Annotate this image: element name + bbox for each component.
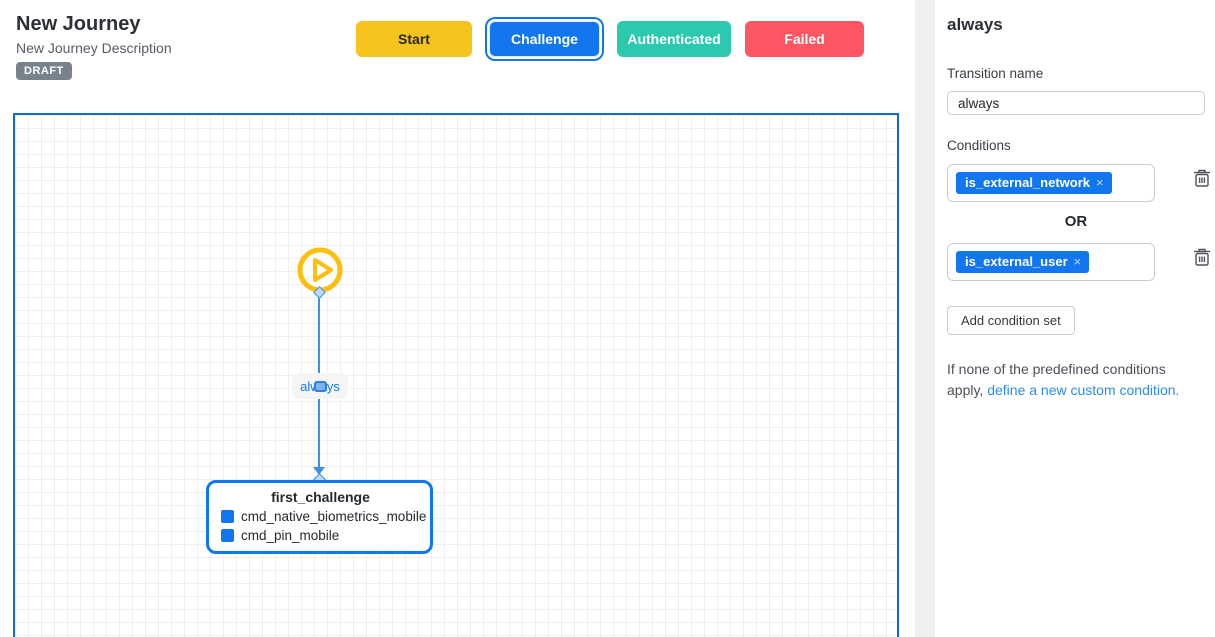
node-step-row[interactable]: cmd_native_biometrics_mobile: [221, 509, 426, 524]
edge-label-always[interactable]: always: [292, 373, 348, 399]
condition-chip-label: is_external_network: [965, 175, 1091, 190]
chip-close-icon[interactable]: ×: [1073, 254, 1082, 269]
define-custom-condition-link[interactable]: define a new custom condition.: [987, 382, 1180, 398]
transition-name-input[interactable]: [947, 91, 1205, 115]
outcome-button-start[interactable]: Start: [356, 21, 472, 57]
page-title: New Journey: [16, 13, 141, 35]
node-step-label: cmd_pin_mobile: [241, 528, 340, 543]
journey-canvas[interactable]: always first_challenge cmd_native_biomet…: [13, 113, 899, 637]
chip-close-icon[interactable]: ×: [1096, 175, 1104, 190]
custom-condition-text: If none of the predefined conditions app…: [947, 361, 1166, 398]
panel-title: always: [947, 15, 1003, 34]
command-icon: [221, 510, 234, 523]
trash-icon: [1194, 169, 1210, 187]
node-first-challenge[interactable]: first_challenge cmd_native_biometrics_mo…: [206, 480, 433, 554]
condition-set-input[interactable]: is_external_user ×: [947, 243, 1155, 281]
outcome-button-failed[interactable]: Failed: [745, 21, 864, 57]
transition-name-label: Transition name: [947, 66, 1044, 81]
panel-divider: [915, 0, 935, 637]
add-condition-set-button[interactable]: Add condition set: [947, 306, 1075, 335]
node-step-label: cmd_native_biometrics_mobile: [241, 509, 427, 524]
delete-condition-set-button[interactable]: [1193, 247, 1211, 267]
outcome-button-challenge[interactable]: Challenge: [489, 21, 600, 57]
condition-chip[interactable]: is_external_network ×: [956, 172, 1112, 194]
command-icon: [221, 529, 234, 542]
status-badge: DRAFT: [16, 62, 72, 80]
node-title: first_challenge: [271, 489, 370, 505]
start-node-play-icon[interactable]: [295, 245, 345, 295]
or-separator-label: OR: [1064, 213, 1088, 230]
node-step-row[interactable]: cmd_pin_mobile: [221, 528, 420, 543]
condition-set-input[interactable]: is_external_network ×: [947, 164, 1155, 202]
outcome-button-authenticated[interactable]: Authenticated: [617, 21, 731, 57]
trash-icon: [1194, 248, 1210, 266]
conditions-label: Conditions: [947, 138, 1011, 153]
condition-chip-label: is_external_user: [965, 254, 1068, 269]
edge-arrowhead-icon: [313, 467, 325, 475]
delete-condition-set-button[interactable]: [1193, 168, 1211, 188]
page-subtitle: New Journey Description: [16, 40, 172, 56]
condition-chip[interactable]: is_external_user ×: [956, 251, 1090, 273]
edge-conditions-icon: [314, 381, 327, 392]
custom-condition-help-text: If none of the predefined conditions app…: [947, 359, 1199, 401]
